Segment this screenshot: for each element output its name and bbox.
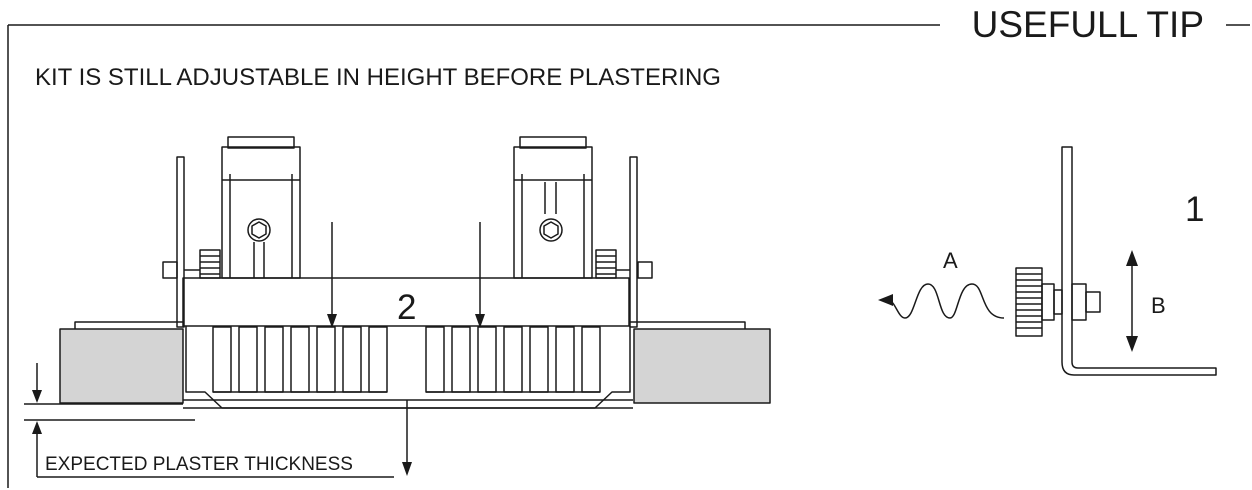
frame-border: [7, 24, 1250, 488]
arrow-head: [1126, 250, 1138, 266]
fixture-assembly: [74, 136, 746, 409]
fixture-arrows: [331, 222, 481, 465]
arrow-head: [402, 462, 412, 476]
plaster-thickness-label: EXPECTED PLASTER THICKNESS: [45, 454, 353, 475]
height-label-b: B: [1151, 293, 1166, 318]
tip-subtitle: KIT IS STILL ADJUSTABLE IN HEIGHT BEFORE…: [35, 64, 721, 91]
wall-block-left: [59, 328, 184, 404]
arrow-head: [475, 314, 485, 328]
wall-block-right: [633, 328, 771, 404]
page-title: USEFULL TIP: [963, 6, 1212, 43]
step-1-label: 1: [1185, 190, 1205, 229]
arrow-head: [1126, 336, 1138, 352]
step-2-label: 2: [397, 288, 417, 327]
arrow-head: [878, 294, 893, 306]
rotation-label-a: A: [943, 248, 958, 273]
arrow-head: [32, 421, 42, 434]
arrow-head: [32, 390, 42, 403]
detail-bracket: [882, 146, 1217, 376]
arrow-head: [327, 314, 337, 328]
plaster-thickness-dimension: [36, 363, 394, 478]
